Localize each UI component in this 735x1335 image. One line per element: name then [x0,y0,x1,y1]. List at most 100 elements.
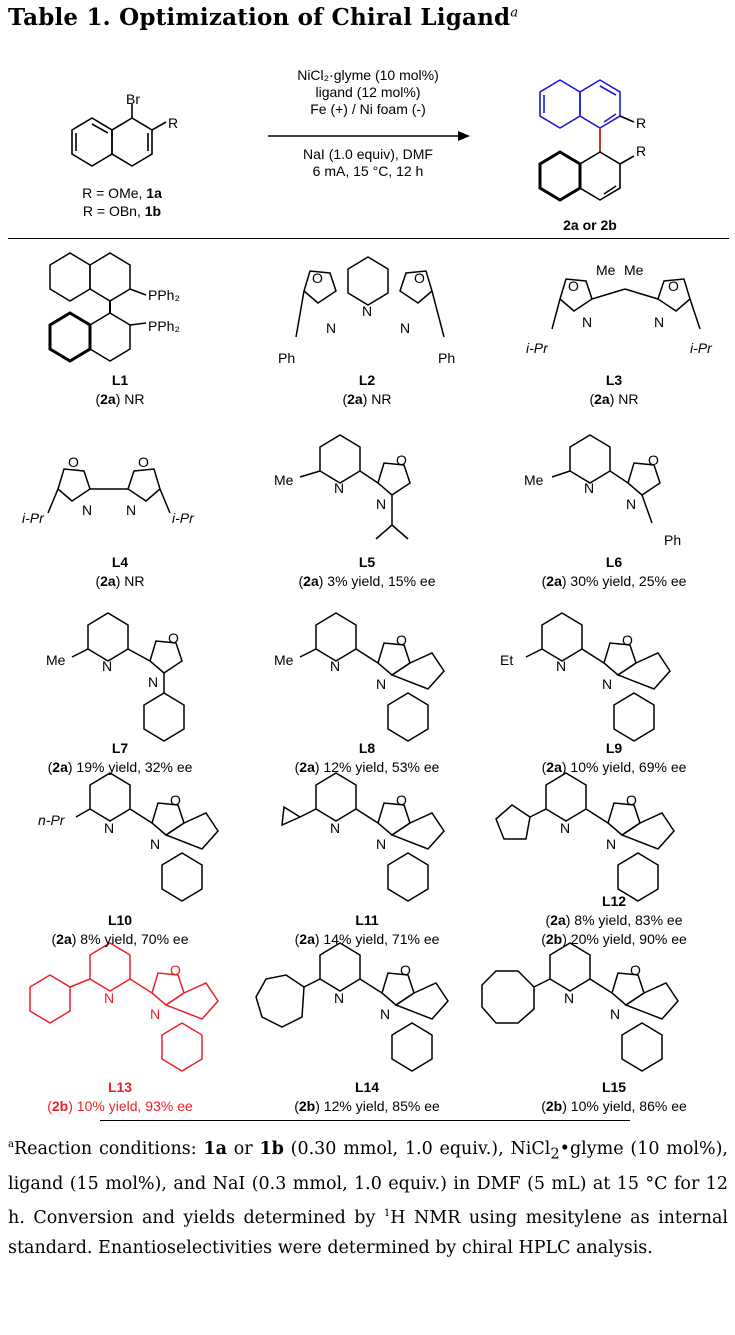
ligand-L3-sub-n-right: N [654,314,664,330]
ligand-L8-structure [299,612,445,742]
ligand-L9-sub-o: O [622,632,633,648]
ligand-L2-sub-n-pyridine: N [362,303,372,319]
ligand-label-L3: L3 [605,372,623,388]
ligand-L13-sub-n-oxazoline: N [150,1006,160,1022]
ligand-result-L2: (2a) NR [342,391,392,407]
ligand-L9-sub-n-oxazoline: N [602,676,612,692]
ligand-L10-structure [75,772,219,902]
ligand-L6-structure [551,434,661,524]
ligand-L2-sub-n-right: N [400,320,410,336]
footnote-marker: a [8,1139,14,1150]
ligand-L3-sub-o-right: O [668,278,679,294]
header-rule [8,238,729,239]
ligand-label-L15: L15 [601,1079,627,1095]
page-title: Table 1. Optimization of Chiral Liganda [8,4,518,31]
substrate-line-1b: R = OBn, 1b [83,203,161,219]
ligand-L9-sub-et: Et [500,652,513,668]
footer-rule [100,1120,630,1121]
ligand-L14-sub-o: O [400,962,411,978]
ligand-L5-sub-n-oxazoline: N [376,496,386,512]
ligand-L13-sub-n-pyridine: N [104,990,114,1006]
ligand-result-L9: (2a) 10% yield, 69% ee [541,759,687,775]
ligand-L10-sub-n-pyridine: N [104,820,114,836]
condition-electrodes: Fe (+) / Ni foam (-) [310,101,426,117]
ligand-L5-sub-n-pyridine: N [334,480,344,496]
ligand-L6-sub-n-pyridine: N [584,480,594,496]
ligand-L3-sub-me-1: Me [596,262,616,278]
ligand-L5-structure [299,434,411,540]
ligand-L5-sub-o: O [396,452,407,468]
ligand-L9-structure [525,612,671,742]
ligand-label-L8: L8 [358,740,376,756]
ligand-L4-sub-n-right: N [126,502,136,518]
ligand-L7-structure [71,612,185,742]
ligand-label-L2: L2 [358,372,376,388]
ligand-result-L13: (2b) 10% yield, 93% ee [47,1098,193,1114]
ligand-L2-sub-ph-right: Ph [438,350,455,366]
product-label-r-top: R [636,115,646,131]
conditions-below: NaI (1.0 equiv), DMF 6 mA, 15 °C, 12 h [268,146,468,180]
ligand-label-L13: L13 [107,1079,133,1095]
ligand-L8-sub-me: Me [274,652,294,668]
ligand-L12-sub-n-oxazoline: N [606,836,616,852]
condition-catalyst: NiCl₂·glyme (10 mol%) [297,67,439,83]
ligand-L10-sub-o: O [170,792,181,808]
ligand-L2-sub-ph-left: Ph [278,350,295,366]
ligand-L12-structure [495,772,675,902]
condition-electrolysis: 6 mA, 15 °C, 12 h [312,163,424,179]
ligand-L4-sub-ipr-right: i-Pr [172,510,195,526]
ligand-label-L14: L14 [354,1079,380,1095]
product-label-r-bottom: R [636,143,646,159]
ligand-L2-sub-o-left: O [312,270,323,286]
ligand-L4-sub-n-left: N [82,502,92,518]
ligand-L6-sub-me: Me [524,472,544,488]
ligand-L3-sub-o-left: O [568,278,579,294]
substrate-ring-right [111,117,153,167]
ligand-label-L12: L12 [601,893,627,909]
ligand-L11-structure [281,772,445,902]
ligand-L8-sub-o: O [396,632,407,648]
ligand-L7-sub-n-pyridine: N [102,658,112,674]
ligand-L14-sub-n-pyridine: N [334,990,344,1006]
ligand-result-L1: (2a) NR [95,391,145,407]
ligand-L5-sub-me: Me [274,472,294,488]
ligand-L15-structure [481,942,679,1072]
ligand-L11-sub-o: O [396,792,407,808]
ligand-L4-sub-o-right: O [138,454,149,470]
ligand-L7-sub-n-oxazoline: N [148,674,158,690]
substrate-line-1a: R = OMe, 1a [82,185,162,201]
ligand-result-L4: (2a) NR [95,573,145,589]
ligand-L4-sub-o-left: O [68,454,79,470]
condition-ligand: ligand (12 mol%) [315,84,421,100]
condition-additive: NaI (1.0 equiv), DMF [303,146,433,162]
ligand-L3-sub-ipr-right: i-Pr [690,340,713,356]
ligand-L1-sub-pph2-bottom: PPh₂ [148,318,180,334]
ligand-L8-sub-n-oxazoline: N [376,676,386,692]
ligand-label-L4: L4 [111,554,129,570]
ligand-result-L15: (2b) 10% yield, 86% ee [541,1098,687,1114]
ligand-label-L10: L10 [107,912,133,928]
ligand-result-L14: (2b) 12% yield, 85% ee [294,1098,440,1114]
ligand-L13-sub-o: O [170,962,181,978]
ligand-result-L12-2b: (2b) 20% yield, 90% ee [541,931,687,947]
ligand-result-L6: (2a) 30% yield, 25% ee [541,573,687,589]
ligand-L10-sub-npr: n-Pr [38,812,66,828]
product-name: 2a or 2b [563,217,617,233]
ligand-label-L11: L11 [355,912,379,928]
ligand-L11-sub-n-pyridine: N [330,820,340,836]
reaction-arrow [268,131,470,141]
ligand-result-L10: (2a) 8% yield, 70% ee [51,931,189,947]
ligand-structures: PPh₂ PPh₂ O N N O N Ph Ph Me Me O O N N … [22,252,713,1072]
ligand-L3-sub-me-2: Me [624,262,644,278]
substrate-label-r: R [168,115,178,131]
ligand-L3-structure [551,278,701,330]
title-footnote-marker: a [510,5,519,21]
substrate-ring-left [71,117,113,167]
ligand-L10-sub-n-oxazoline: N [150,836,160,852]
ligand-L15-sub-n-oxazoline: N [610,1006,620,1022]
product-top-naphthyl [539,79,621,129]
conditions-above: NiCl₂·glyme (10 mol%) ligand (12 mol%) F… [268,67,468,118]
ligand-L8-sub-n-pyridine: N [330,658,340,674]
ligand-label-L6: L6 [605,554,623,570]
ligand-label-L5: L5 [358,554,376,570]
